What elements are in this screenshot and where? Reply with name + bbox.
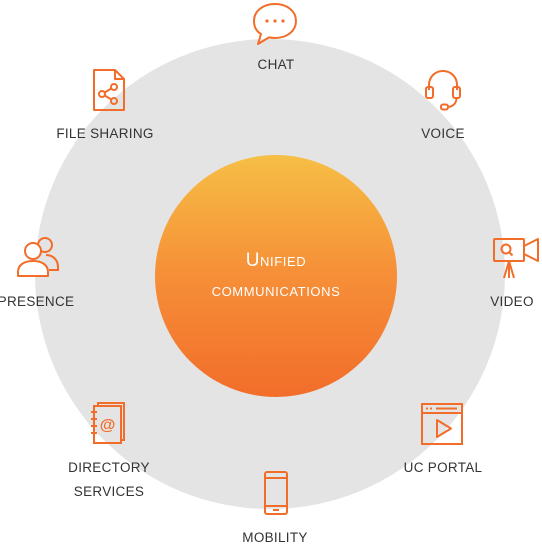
address-book-icon: @ bbox=[91, 402, 125, 444]
service-label-file-sharing: FILE SHARING bbox=[56, 126, 154, 141]
video-camera-icon bbox=[493, 238, 539, 279]
headset-icon bbox=[425, 69, 461, 111]
smartphone-icon bbox=[264, 471, 288, 515]
center-title-line1: Unified bbox=[245, 250, 307, 271]
center-circle: Unified communications bbox=[155, 155, 397, 397]
users-icon bbox=[17, 237, 59, 277]
chat-bubble-icon bbox=[253, 3, 297, 45]
svg-text:@: @ bbox=[100, 417, 116, 434]
center-title-line2: communications bbox=[211, 280, 341, 301]
service-label-directory-line2: SERVICES bbox=[73, 484, 145, 499]
service-label-mobility: MOBILITY bbox=[242, 530, 308, 545]
service-label-directory-line1: DIRECTORY bbox=[68, 460, 150, 475]
service-label-uc-portal: UC PORTAL bbox=[403, 460, 483, 475]
browser-play-icon bbox=[421, 403, 463, 445]
service-label-chat: CHAT bbox=[257, 57, 295, 72]
service-label-video: VIDEO bbox=[490, 294, 534, 309]
service-label-voice: VOICE bbox=[421, 126, 465, 141]
file-share-icon bbox=[93, 69, 125, 111]
service-label-presence: PRESENCE bbox=[0, 294, 75, 309]
